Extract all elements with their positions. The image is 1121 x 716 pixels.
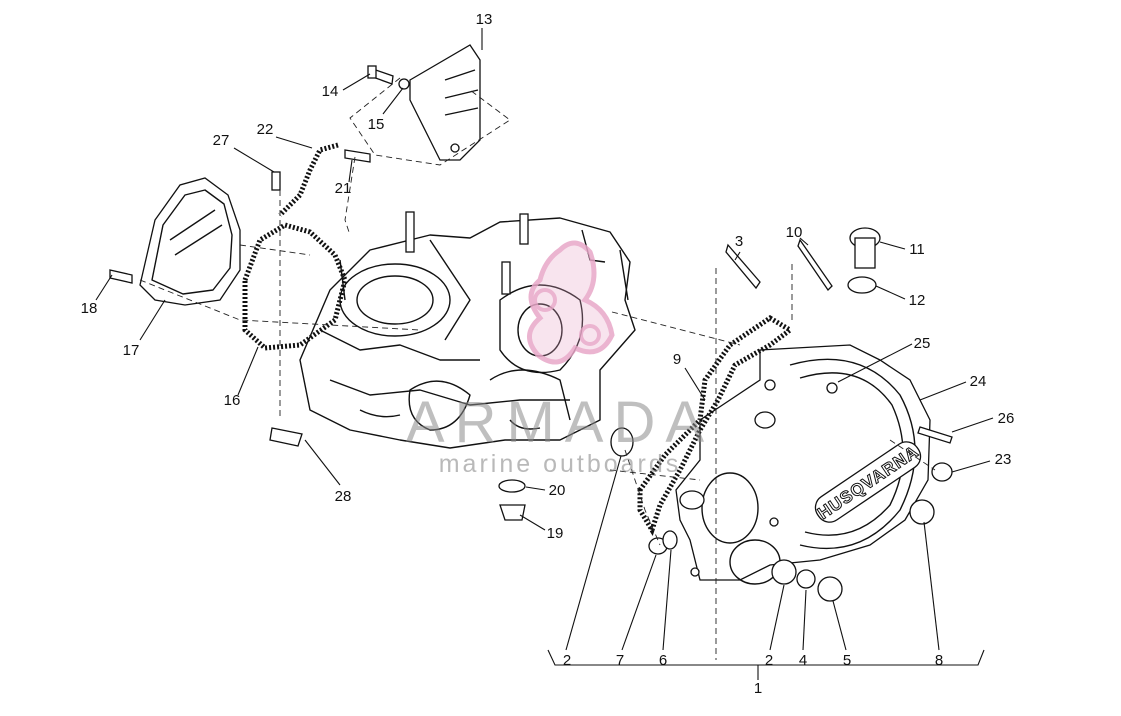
part-label-21: 21 (335, 180, 352, 197)
part-label-11: 11 (909, 241, 925, 258)
part-label-16: 16 (224, 392, 241, 409)
part-label-15: 15 (368, 116, 385, 133)
part-label-7: 7 (616, 652, 624, 669)
part-label-12: 12 (909, 292, 926, 309)
part-label-20: 20 (549, 482, 566, 499)
part-label-24: 24 (970, 373, 987, 390)
part-label-17: 17 (123, 342, 140, 359)
ignition-cover (139, 177, 241, 306)
watermark-subtitle: marine outboards (439, 450, 682, 478)
part-label-6: 6 (659, 652, 667, 669)
part-label-8: 8 (935, 652, 943, 669)
ignition-cover-gasket (242, 222, 348, 351)
hose-22 (278, 142, 339, 217)
clutch-cover-gasket (637, 315, 795, 537)
part-label-22: 22 (257, 121, 274, 138)
part-label-4: 4 (799, 652, 807, 669)
watermark-title: ARMADA (406, 390, 714, 455)
part-label-28: 28 (335, 488, 352, 505)
part-label-23: 23 (995, 451, 1012, 468)
part-labels: 13 14 15 22 27 21 18 17 16 28 20 19 9 3 … (81, 11, 1015, 697)
part-label-25: 25 (914, 335, 931, 352)
part-label-27: 27 (213, 132, 230, 149)
part-label-14: 14 (322, 83, 339, 100)
part-label-5: 5 (843, 652, 851, 669)
part-label-3: 3 (735, 233, 743, 250)
watermark-logo (527, 240, 615, 365)
part-label-2b: 2 (765, 652, 773, 669)
part-label-13: 13 (476, 11, 493, 28)
part-label-2a: 2 (563, 652, 571, 669)
clutch-cover: HUSQVARNA (675, 344, 931, 585)
leader-lines (95, 28, 994, 680)
part-label-10: 10 (786, 224, 803, 241)
part-label-19: 19 (547, 525, 564, 542)
part-label-18: 18 (81, 300, 98, 317)
assembly-lines (139, 77, 936, 660)
guard-plate (409, 44, 481, 161)
hardware (109, 65, 953, 602)
part-label-1: 1 (754, 680, 762, 697)
part-label-9: 9 (673, 351, 681, 368)
part-label-26: 26 (998, 410, 1015, 427)
